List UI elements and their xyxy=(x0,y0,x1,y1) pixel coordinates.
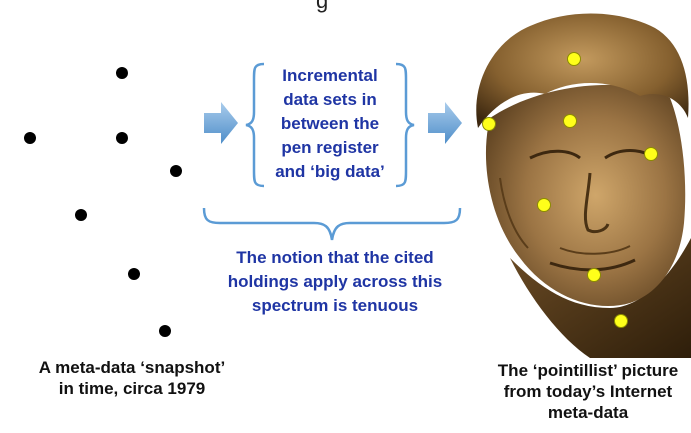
highlight-dot xyxy=(563,114,577,128)
incremental-line: between the xyxy=(268,112,392,136)
notion-text: The notion that the cited holdings apply… xyxy=(190,246,480,318)
highlight-dot xyxy=(587,268,601,282)
right-arrow-icon xyxy=(204,102,238,144)
incremental-line: data sets in xyxy=(268,88,392,112)
data-dot xyxy=(116,132,128,144)
data-dot xyxy=(75,209,87,221)
left-caption-line: in time, circa 1979 xyxy=(12,378,252,399)
right-arrow-icon xyxy=(428,102,462,144)
curly-brace-icon xyxy=(244,62,266,188)
data-dot xyxy=(116,67,128,79)
curly-brace-icon xyxy=(394,62,416,188)
highlight-dot xyxy=(614,314,628,328)
notion-line: spectrum is tenuous xyxy=(190,294,480,318)
incremental-line: pen register xyxy=(268,136,392,160)
top-cut-text: g xyxy=(316,0,328,14)
highlight-dot xyxy=(644,147,658,161)
incremental-text: Incremental data sets in between the pen… xyxy=(268,64,392,184)
data-dot xyxy=(170,165,182,177)
right-caption-line: from today’s Internet xyxy=(468,381,691,402)
incremental-line: Incremental xyxy=(268,64,392,88)
right-caption-line: meta-data xyxy=(468,402,691,423)
data-dot xyxy=(159,325,171,337)
right-caption: The ‘pointillist’ picture from today’s I… xyxy=(468,360,691,423)
left-caption-line: A meta-data ‘snapshot’ xyxy=(12,357,252,378)
highlight-dot xyxy=(482,117,496,131)
left-caption: A meta-data ‘snapshot’ in time, circa 19… xyxy=(12,357,252,399)
highlight-dot xyxy=(537,198,551,212)
notion-line: The notion that the cited xyxy=(190,246,480,270)
horizontal-brace-icon xyxy=(202,206,464,244)
right-caption-line: The ‘pointillist’ picture xyxy=(468,360,691,381)
incremental-line: and ‘big data’ xyxy=(268,160,392,184)
notion-line: holdings apply across this xyxy=(190,270,480,294)
highlight-dot xyxy=(567,52,581,66)
data-dot xyxy=(24,132,36,144)
data-dot xyxy=(128,268,140,280)
